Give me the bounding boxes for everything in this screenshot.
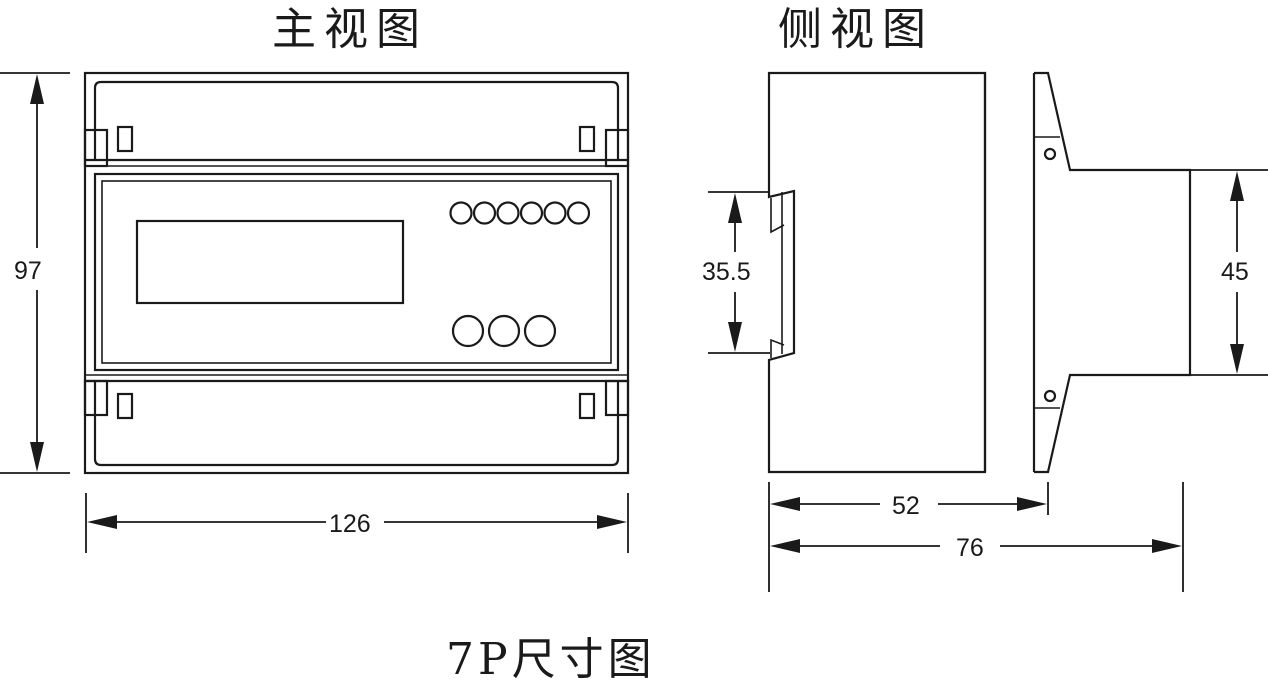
front-bottom-cover <box>93 381 620 467</box>
front-top-cover <box>93 80 620 160</box>
side-view-title: 侧视图 <box>778 4 934 55</box>
front-latch-top-left <box>83 128 109 168</box>
indicator-led <box>472 201 497 225</box>
indicator-leds <box>449 201 591 225</box>
side-screw-top <box>1043 147 1057 161</box>
side-screw-bottom <box>1043 389 1057 403</box>
front-panel-outer <box>93 172 620 372</box>
front-outer-frame <box>83 71 630 475</box>
dimension-body-depth: 52 <box>768 482 1184 592</box>
front-latch-bottom-left <box>83 379 109 417</box>
side-front-bezel <box>1034 71 1192 474</box>
front-view <box>83 71 630 475</box>
front-slot-bottom-left <box>116 392 134 420</box>
front-block-height-label: 45 <box>1221 258 1249 286</box>
front-width-label: 126 <box>329 510 371 538</box>
dimension-front-height: 97 <box>0 72 70 474</box>
side-body <box>767 71 987 474</box>
front-slot-top-left <box>116 125 134 153</box>
panel-button[interactable] <box>487 314 521 348</box>
rail-height-label: 35.5 <box>702 258 751 286</box>
dimension-front-block-height: 45 <box>1190 169 1268 376</box>
front-slot-bottom-right <box>578 392 596 420</box>
drawing-caption: 7P尺寸图 <box>446 634 656 682</box>
indicator-led <box>543 201 567 225</box>
indicator-led <box>449 201 473 225</box>
side-view <box>767 71 1192 474</box>
total-depth-label: 76 <box>956 534 984 562</box>
front-panel-inner <box>101 180 612 364</box>
indicator-led <box>566 201 591 225</box>
dimension-total-depth: 76 <box>770 534 1182 562</box>
front-view-title: 主视图 <box>272 4 428 55</box>
lcd-display <box>135 219 405 305</box>
dimension-front-width: 126 <box>85 493 629 553</box>
front-height-label: 97 <box>14 257 42 285</box>
panel-buttons <box>451 314 557 348</box>
front-latch-top-right <box>604 128 630 168</box>
panel-button[interactable] <box>523 314 557 348</box>
front-slot-top-right <box>578 125 596 153</box>
indicator-led <box>519 201 544 225</box>
indicator-led <box>496 201 520 225</box>
dimension-rail-height: 35.5 <box>702 191 770 354</box>
front-latch-bottom-right <box>604 379 630 417</box>
body-depth-label: 52 <box>892 492 920 520</box>
panel-button[interactable] <box>451 314 485 348</box>
